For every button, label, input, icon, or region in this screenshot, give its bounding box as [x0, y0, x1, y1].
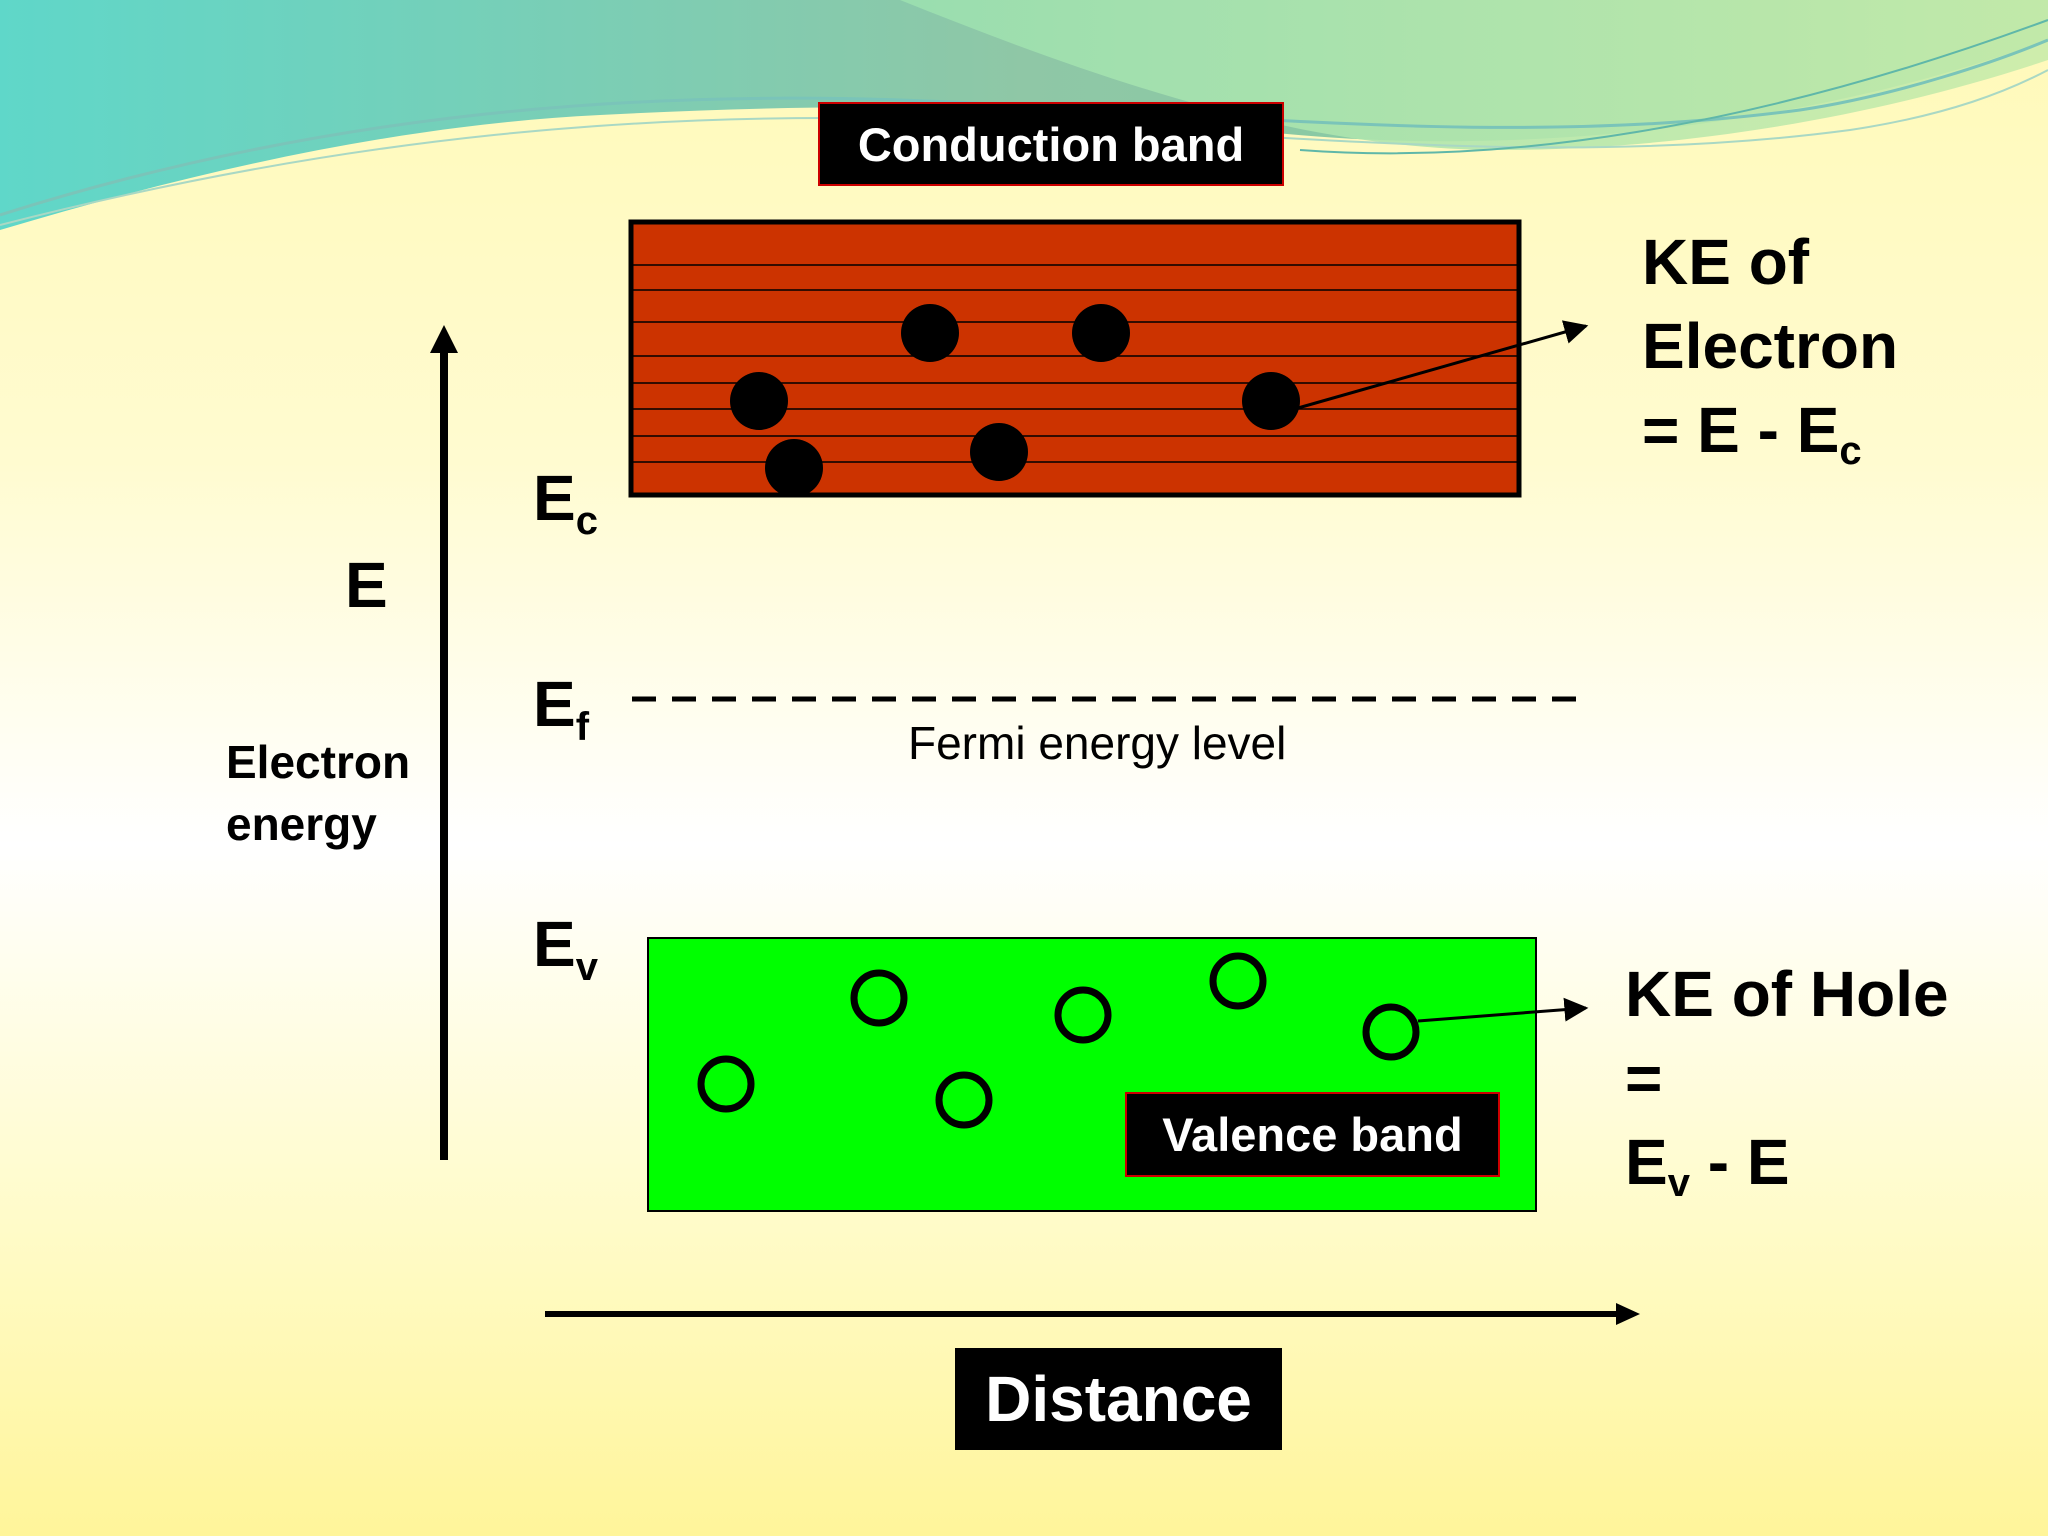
ec-label-main: E — [533, 462, 576, 534]
ef-label-main: E — [533, 668, 576, 740]
ev-label: Ev — [533, 912, 598, 987]
ev-label-sub: v — [575, 945, 598, 989]
conduction-band-label: Conduction band — [818, 102, 1284, 186]
conduction-band — [628, 219, 1522, 498]
ef-label: Ef — [533, 672, 589, 747]
ke-hole-annotation: KE of Hole = Ev - E — [1625, 952, 1949, 1204]
hole — [850, 969, 908, 1027]
electron — [1072, 304, 1130, 362]
ke-hole-line3-sub: v — [1667, 1161, 1690, 1205]
electron — [765, 439, 823, 497]
ke-hole-line3-suffix: - E — [1689, 1126, 1790, 1198]
hole — [1209, 952, 1267, 1010]
ke-electron-annotation: KE of Electron = E - Ec — [1642, 220, 1898, 472]
ec-label: Ec — [533, 466, 598, 541]
hole — [935, 1071, 993, 1129]
electron — [901, 304, 959, 362]
energy-axis-arrowhead — [430, 325, 458, 353]
conduction-band-label-text: Conduction band — [857, 117, 1245, 171]
electron — [970, 423, 1028, 481]
valence-band-label-text: Valence band — [1162, 1108, 1463, 1161]
ke-hole-line2: = — [1625, 1042, 1663, 1114]
ef-label-sub: f — [575, 705, 590, 749]
ev-label-main: E — [533, 908, 576, 980]
ke-electron-line3: = E - Ec — [1642, 388, 1898, 472]
hole — [697, 1055, 755, 1113]
ec-label-sub: c — [575, 499, 598, 543]
ke-electron-line2: Electron — [1642, 310, 1899, 382]
electrons — [730, 304, 1300, 497]
distance-label-text: Distance — [985, 1363, 1252, 1435]
ke-hole-line1: KE of Hole — [1625, 958, 1949, 1030]
electron-energy-label: Electron energy — [226, 731, 410, 855]
electron-energy-line2: energy — [226, 798, 377, 850]
ke-electron-line3-prefix: = E - E — [1642, 394, 1840, 466]
ke-hole-line3-prefix: E — [1625, 1126, 1668, 1198]
fermi-level-caption: Fermi energy level — [908, 717, 1287, 769]
hole-ke-pointer — [1417, 997, 1589, 1023]
ke-electron-line1: KE of — [1642, 226, 1810, 298]
hole — [1054, 986, 1112, 1044]
electron — [1242, 372, 1300, 430]
electron — [730, 372, 788, 430]
holes — [697, 952, 1420, 1129]
electron-ke-pointer — [1297, 320, 1589, 410]
ke-hole-line3: Ev - E — [1625, 1120, 1949, 1204]
energy-axis-label: E — [345, 549, 388, 621]
distance-axis-arrowhead — [1616, 1303, 1640, 1325]
valence-band-label: Valence band — [1125, 1092, 1500, 1177]
distance-label: Distance — [955, 1348, 1282, 1450]
hole — [1362, 1003, 1420, 1061]
electron-energy-line1: Electron — [226, 736, 411, 788]
ke-electron-line3-sub: c — [1839, 429, 1862, 473]
